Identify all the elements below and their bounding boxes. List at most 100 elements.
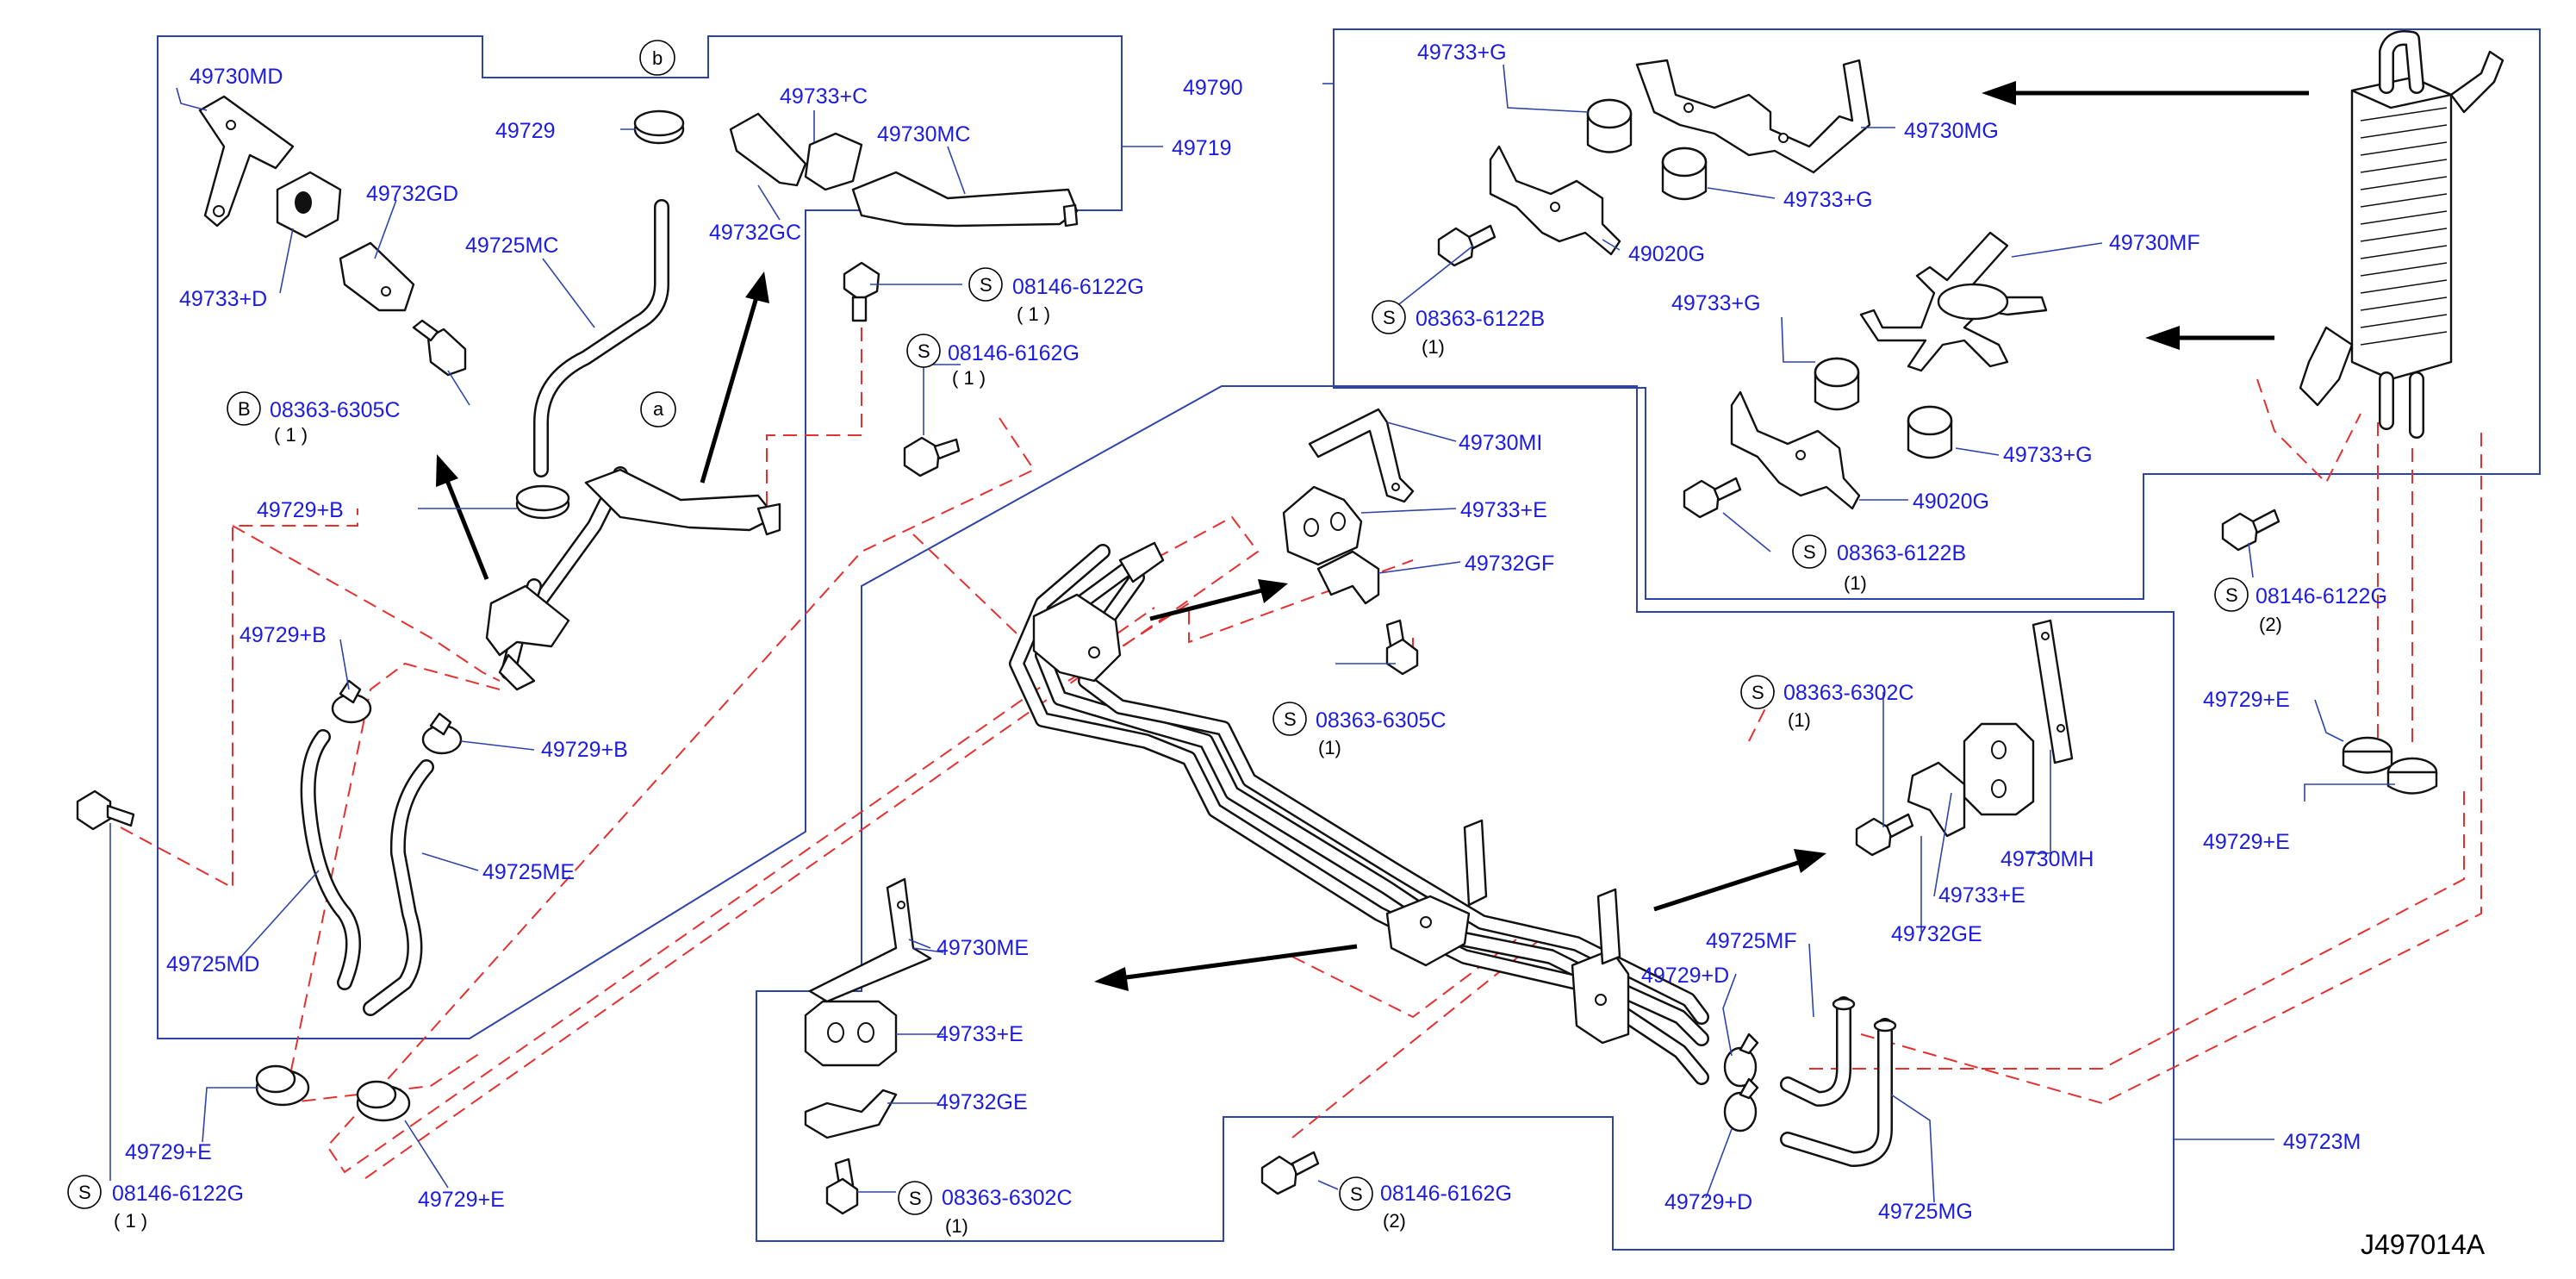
bolt-08363-6302C-right — [1855, 813, 1914, 857]
label-49732GF: 49732GF — [1465, 552, 1554, 576]
clamp-49729E-left — [255, 1064, 310, 1107]
label-49020G-1: 49020G — [1628, 242, 1705, 266]
label-49719: 49719 — [1172, 136, 1232, 160]
label-49725MD: 49725MD — [166, 952, 259, 976]
svg-text:S: S — [1752, 682, 1764, 703]
label-08146-6162G-2: 08146-6162G — [1380, 1182, 1512, 1206]
svg-text:S: S — [909, 1188, 922, 1209]
bracket-49730MD — [198, 95, 295, 228]
bracket-49730MC — [851, 171, 1079, 228]
bracket-tube-front — [1032, 541, 1165, 683]
symbol-s-08363-6122B-1: S — [1372, 300, 1406, 334]
svg-text:S: S — [1284, 708, 1297, 730]
diagram-code: J497014A — [2361, 1229, 2486, 1260]
label-49020G-2: 49020G — [1913, 490, 1989, 514]
qty-08363-6302C-1: (1) — [1788, 709, 1811, 731]
bolt-08363-6305C-center — [1385, 619, 1419, 676]
label-49733E-3: 49733+E — [936, 1022, 1024, 1046]
label-08363-6122B-2: 08363-6122B — [1837, 541, 1966, 565]
insulator-49733E-lower — [804, 1000, 898, 1067]
group-hose-parts: b a — [76, 40, 1079, 1122]
bolt-08363-6305C-left — [412, 319, 467, 377]
clamp-49729D-upper — [1723, 1033, 1759, 1088]
label-08146-6122G-1: 08146-6122G — [1012, 275, 1144, 299]
label-49729E-2: 49729+E — [2203, 830, 2290, 854]
insulator-49733D — [276, 171, 342, 239]
label-49723M: 49723M — [2283, 1130, 2361, 1154]
label-49730MF: 49730MF — [2109, 231, 2200, 255]
label-49730MH: 49730MH — [2000, 847, 2094, 871]
symbol-b-08363-6305C: B — [227, 391, 261, 426]
bolt-08146-6162G-center — [903, 436, 961, 477]
arrow-cooler-mid — [2145, 326, 2274, 350]
label-49729E-1: 49729+E — [2203, 688, 2290, 712]
clamp-49729D-lower — [1723, 1077, 1759, 1132]
qty-08146-6162G-1: ( 1 ) — [952, 367, 986, 389]
symbol-s-08146-6162G-1: S — [906, 334, 941, 368]
bracket-tube-mid — [1385, 819, 1488, 967]
label-49725ME: 49725ME — [482, 860, 575, 884]
clamp-49732GF — [1316, 550, 1380, 605]
arrow-cooler-top — [1982, 81, 2309, 105]
label-49732GD: 49732GD — [366, 182, 458, 206]
label-08363-6302C-1: 08363-6302C — [1783, 681, 1914, 705]
label-49733G-4: 49733+G — [2003, 443, 2093, 467]
insulator-49733E-upper — [1282, 485, 1363, 566]
label-49729E-3: 49729+E — [125, 1140, 212, 1164]
svg-text:S: S — [1383, 307, 1396, 328]
insulator-49733E-right — [1963, 722, 2035, 816]
arrow-hose-up-left — [436, 454, 489, 580]
svg-text:S: S — [2225, 584, 2238, 606]
qty-08146-6122G-3: ( 1 ) — [114, 1210, 147, 1232]
label-49730MD: 49730MD — [190, 65, 283, 89]
bolt-08363-6122B-2 — [1683, 477, 1742, 519]
hose-49725ME — [363, 759, 434, 1016]
insulator-49733G-3 — [1814, 357, 1860, 411]
label-08363-6305C-S: 08363-6305C — [1316, 708, 1447, 733]
label-08363-6305C-B: 08363-6305C — [270, 398, 401, 422]
label-49733G-3: 49733+G — [1671, 291, 1761, 315]
label-49729B-1: 49729+B — [257, 498, 344, 522]
label-49725MF: 49725MF — [1706, 929, 1797, 953]
label-49733E-1: 49733+E — [1460, 498, 1547, 522]
clamp-49729B-left — [331, 679, 372, 724]
arrow-hose-up-right — [700, 271, 769, 484]
label-49725MG: 49725MG — [1878, 1200, 1973, 1224]
label-49730ME: 49730ME — [936, 936, 1029, 960]
clamp-49729B-right — [421, 712, 463, 755]
group-tube-assembly — [436, 271, 2074, 1215]
group-quantities: ( 1 ) ( 1 ) ( 1 ) (1) (1) (2) (1) (1) ( … — [114, 303, 2282, 1237]
label-49732GE-2: 49732GE — [936, 1090, 1028, 1114]
label-49733G-1: 49733+G — [1417, 41, 1507, 65]
symbol-s-08146-6122G-1: S — [968, 267, 1003, 302]
symbol-s-08363-6302C-1: S — [1740, 675, 1775, 709]
clamp-49732GE-right — [1907, 761, 1966, 838]
frame-oil-cooler — [1333, 28, 2541, 600]
label-08363-6302C-2: 08363-6302C — [942, 1186, 1073, 1210]
clamp-49729E-right-upper — [2342, 736, 2393, 774]
label-08363-6122B-1: 08363-6122B — [1416, 307, 1545, 331]
label-49730MI: 49730MI — [1459, 431, 1542, 455]
label-49732GC: 49732GC — [709, 221, 801, 245]
svg-text:S: S — [980, 274, 992, 296]
label-08146-6162G-1: 08146-6162G — [948, 341, 1080, 365]
clamp-49729B-upper — [515, 484, 570, 520]
oil-cooler-49790 — [2299, 30, 2504, 439]
ref-b-symbol: b — [639, 40, 675, 76]
insulator-49733G-1 — [1586, 98, 1633, 153]
bolt-08363-6122B-1 — [1437, 224, 1496, 267]
clamp-49020G-1 — [1489, 145, 1621, 256]
label-49729B-2: 49729+B — [240, 623, 327, 647]
svg-text:S: S — [918, 340, 930, 362]
qty-08363-6122B-2: (1) — [1844, 572, 1867, 594]
symbol-s-08146-6162G-2: S — [1339, 1176, 1373, 1211]
bolt-08146-6162G-lower — [1260, 1151, 1320, 1195]
symbol-s-08146-6122G-2: S — [2214, 577, 2249, 612]
qty-08146-6122G-2: (2) — [2259, 614, 2282, 635]
svg-text:b: b — [652, 47, 663, 69]
symbol-s-08146-6122G-3: S — [67, 1175, 102, 1209]
bracket-49730MG — [1635, 59, 1871, 174]
bolt-08363-6302C-lower — [825, 1157, 859, 1215]
label-08146-6122G-2: 08146-6122G — [2256, 584, 2387, 608]
clamp-49732GE-lower — [804, 1089, 898, 1139]
